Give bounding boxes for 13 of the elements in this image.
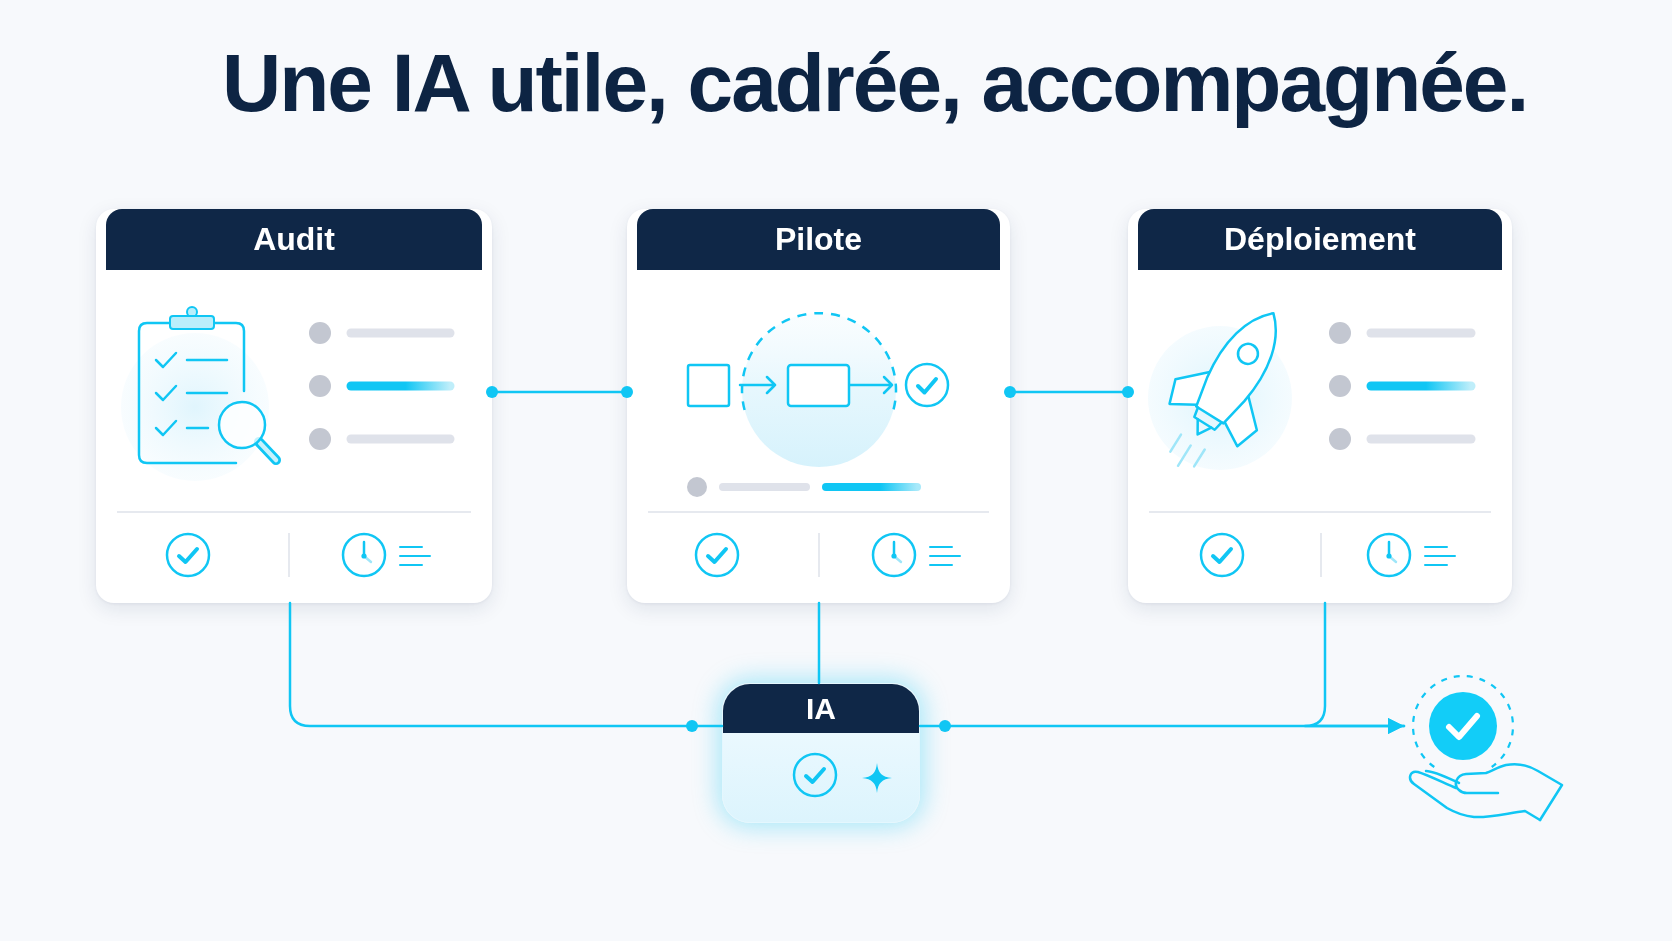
step-card [627, 209, 1010, 603]
connector-line [817, 601, 821, 685]
card-header: Déploiement [1138, 209, 1502, 270]
connector-line [486, 386, 633, 398]
arrow [1303, 601, 1406, 734]
connector-line [1004, 386, 1134, 398]
step-card [96, 209, 492, 603]
card-header: Pilote [637, 209, 1000, 270]
card-header: Audit [106, 209, 482, 270]
highlight-card [722, 683, 920, 823]
step-card [1128, 209, 1512, 603]
card-header: IA [723, 684, 919, 733]
connector-line [288, 601, 724, 732]
